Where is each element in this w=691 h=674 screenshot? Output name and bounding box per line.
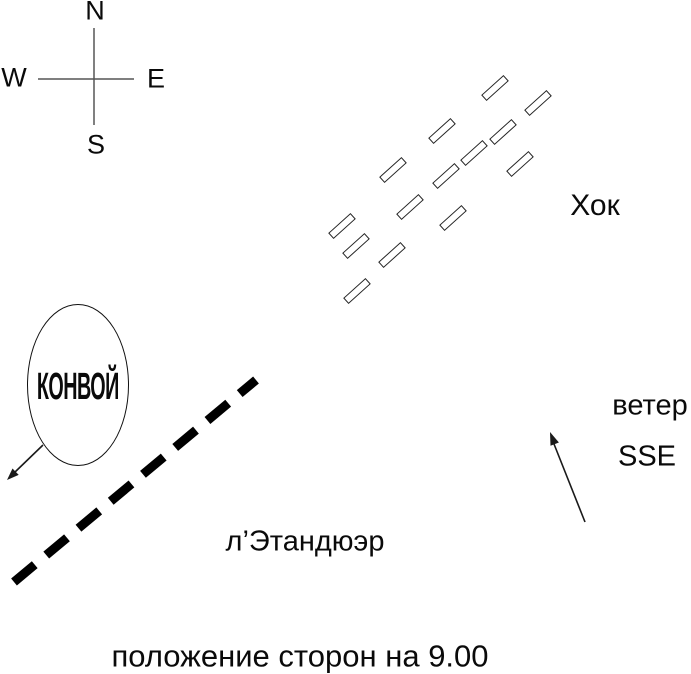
hawke-fleet-label: Хок [570,189,620,222]
wind-label: ветер [612,389,688,422]
convoy-ellipse: КОНВОЙ [27,304,129,466]
ship-icon [432,162,460,190]
ship-icon [524,89,552,117]
compass-east-label: E [146,63,166,94]
convoy-label: КОНВОЙ [37,365,119,408]
compass-south-label: S [86,129,106,160]
ship-icon [378,241,406,269]
french-battle-line-dashed [11,376,259,586]
ship-icon [428,117,456,145]
ship-icon [379,156,407,184]
ship-icon [489,118,517,146]
french-line-label: л’Этандюэр [225,525,385,558]
compass-cross-icon [38,28,134,125]
ship-icon [328,212,356,240]
wind-direction-arrow-icon [550,432,586,523]
ship-icon [439,204,467,232]
ship-icon [481,74,509,102]
ship-icon [343,277,371,305]
diagram-caption: положение сторон на 9.00 [111,638,489,674]
wind-direction-label: SSE [617,440,677,473]
ship-icon [342,232,370,260]
compass-west-label: W [1,62,27,93]
ship-icon [460,139,488,167]
compass-north-label: N [85,0,105,26]
convoy-course-arrow-icon [7,444,44,480]
ship-icon [396,193,424,221]
ship-icon [506,150,534,178]
